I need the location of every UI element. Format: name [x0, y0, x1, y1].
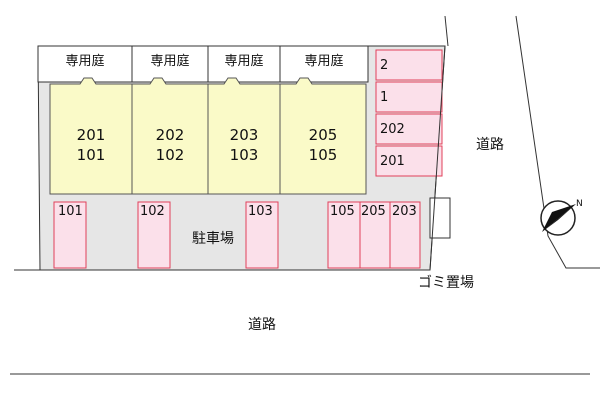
parking-label: 102	[140, 204, 165, 219]
unit-block: 201 101	[50, 84, 132, 194]
garbage-box	[429, 197, 451, 239]
road-edge	[429, 45, 446, 271]
parking-lot-label: 駐車場	[192, 231, 234, 247]
parking-space	[137, 201, 171, 269]
unit-upper-number: 201	[76, 126, 106, 144]
unit-lower-number: 102	[155, 146, 185, 164]
garden-strip	[37, 45, 369, 83]
garden-label: 専用庭	[224, 54, 264, 69]
parking-label: 202	[380, 122, 405, 137]
parking-label: 103	[248, 204, 273, 219]
parking-label: 2	[380, 58, 389, 73]
unit-lower-number: 101	[76, 146, 106, 164]
parking-space	[375, 81, 443, 113]
compass-needle-tail	[542, 204, 576, 232]
parking-label: 201	[380, 154, 405, 169]
parking-space	[375, 145, 443, 177]
unit-upper-number: 203	[229, 126, 259, 144]
road-edge	[444, 15, 449, 47]
unit-upper-number: 202	[155, 126, 185, 144]
garden-label: 専用庭	[304, 54, 344, 69]
parking-space	[375, 49, 443, 81]
unit-block: 205 105	[280, 84, 366, 194]
parking-space	[53, 201, 87, 269]
road-label-south: 道路	[248, 317, 276, 333]
parking-label: 205	[361, 204, 386, 219]
road-label-east: 道路	[476, 137, 504, 153]
parking-label: 101	[58, 204, 83, 219]
north-label: N	[576, 199, 583, 209]
road-edge	[515, 15, 600, 269]
parking-label: 1	[380, 90, 389, 105]
parking-space	[245, 201, 279, 269]
garden-label: 専用庭	[65, 54, 105, 69]
unit-block: 202 102	[132, 84, 208, 194]
parking-space	[375, 113, 443, 145]
parking-space	[389, 201, 421, 269]
parking-space	[359, 201, 391, 269]
parking-label: 105	[330, 204, 355, 219]
unit-lower-number: 103	[229, 146, 259, 164]
garden-label: 専用庭	[150, 54, 190, 69]
unit-block: 203 103	[208, 84, 280, 194]
unit-upper-number: 205	[308, 126, 338, 144]
unit-lower-number: 105	[308, 146, 338, 164]
parking-label: 203	[392, 204, 417, 219]
garbage-label: ゴミ置場	[418, 275, 474, 291]
